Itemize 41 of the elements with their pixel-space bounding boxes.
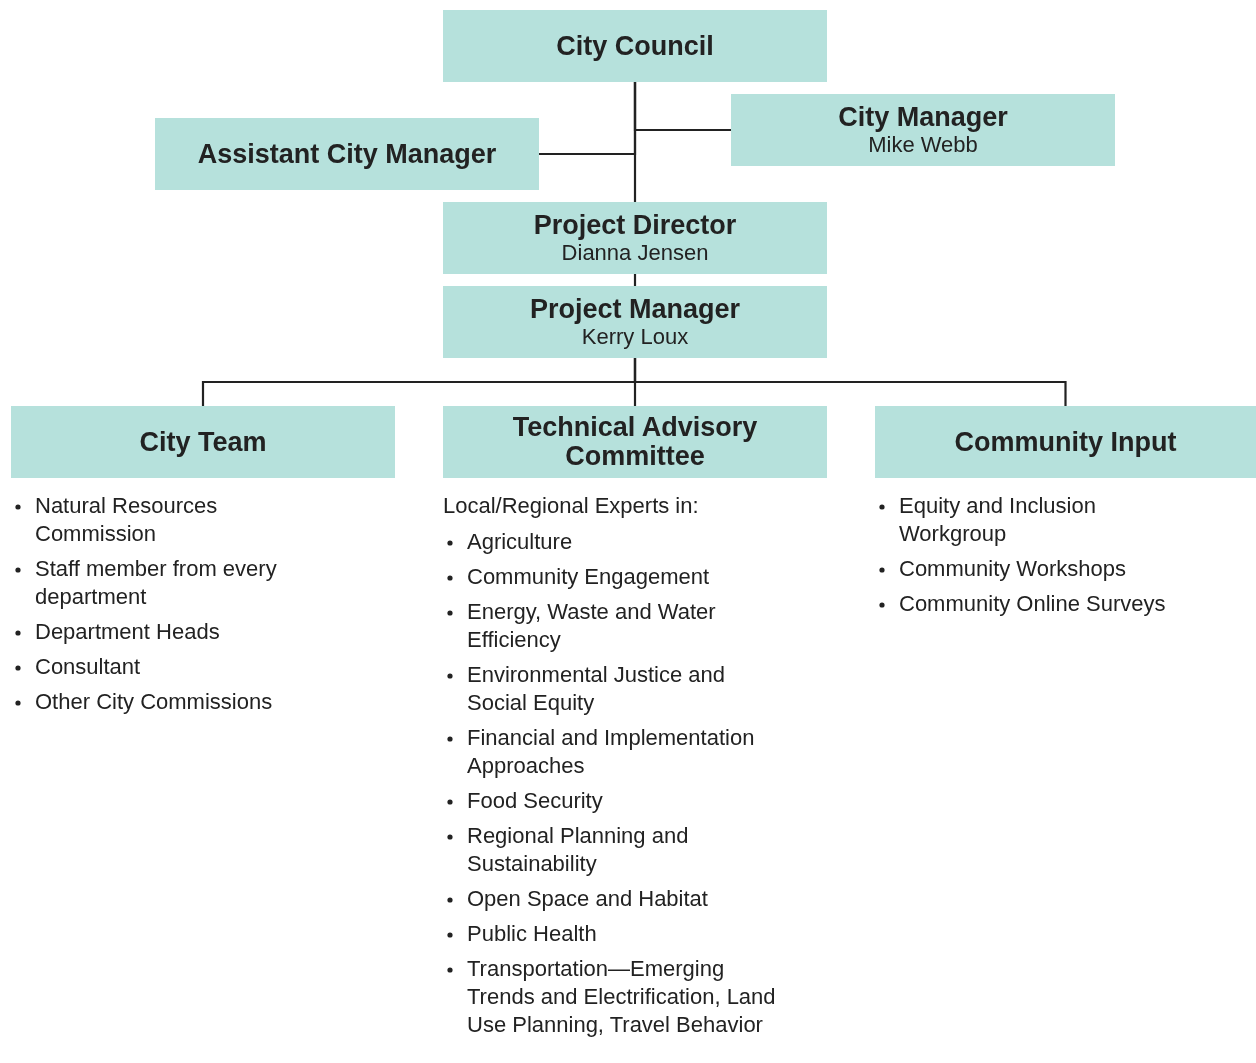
org-box (875, 406, 1256, 478)
list-item: Public Health (467, 921, 597, 946)
person-name: Mike Webb (868, 131, 978, 158)
org-box (731, 94, 1115, 166)
list-item: Other City Commissions (35, 689, 273, 714)
box-title: Community Input (954, 427, 1177, 457)
list-item: Agriculture (467, 529, 573, 554)
list-item: Energy, Waste and Water Efficiency (467, 599, 716, 652)
connector-line (539, 82, 637, 156)
list-item: Department Heads (35, 619, 220, 644)
list-item: Food Security (467, 788, 603, 813)
box-title: Project Manager (529, 294, 741, 324)
list-item: Community Engagement (467, 564, 710, 589)
box-title: City Team (139, 427, 267, 457)
list-heading: Local/Regional Experts in: (443, 492, 699, 520)
box-title: City Council (556, 31, 714, 61)
list-item: Financial and Implementation Approaches (467, 725, 755, 778)
list-item: Transportation—Emerging Trends and Electrification, Land Use Planning, Travel Behavior (467, 956, 776, 1037)
box-title: Project Director (533, 210, 737, 240)
org-box (443, 286, 827, 358)
org-box (11, 406, 395, 478)
org-box (443, 406, 827, 478)
connector-line (633, 274, 637, 286)
box-title: City Manager (838, 102, 1008, 132)
person-name: Kerry Loux (581, 323, 689, 350)
list-item: Natural Resources Commission (35, 493, 218, 546)
person-name: Dianna Jensen (561, 239, 709, 266)
org-box (443, 10, 827, 82)
connector-line (633, 358, 1067, 406)
box-title: Assistant City Manager (197, 139, 497, 169)
box-title: Technical Advisory Committee (511, 413, 759, 471)
list-item: Equity and Inclusion Workgroup (899, 493, 1096, 546)
org-box (443, 202, 827, 274)
list-item: Open Space and Habitat (467, 886, 708, 911)
list-item: Community Online Surveys (899, 591, 1166, 616)
list-item: Community Workshops (899, 556, 1126, 581)
list-item: Staff member from every department (35, 556, 277, 609)
list-item: Environmental Justice and Social Equity (467, 662, 726, 715)
list-item: Consultant (35, 654, 141, 679)
list-item: Regional Planning and Sustainability (467, 823, 689, 876)
org-box (155, 118, 539, 190)
